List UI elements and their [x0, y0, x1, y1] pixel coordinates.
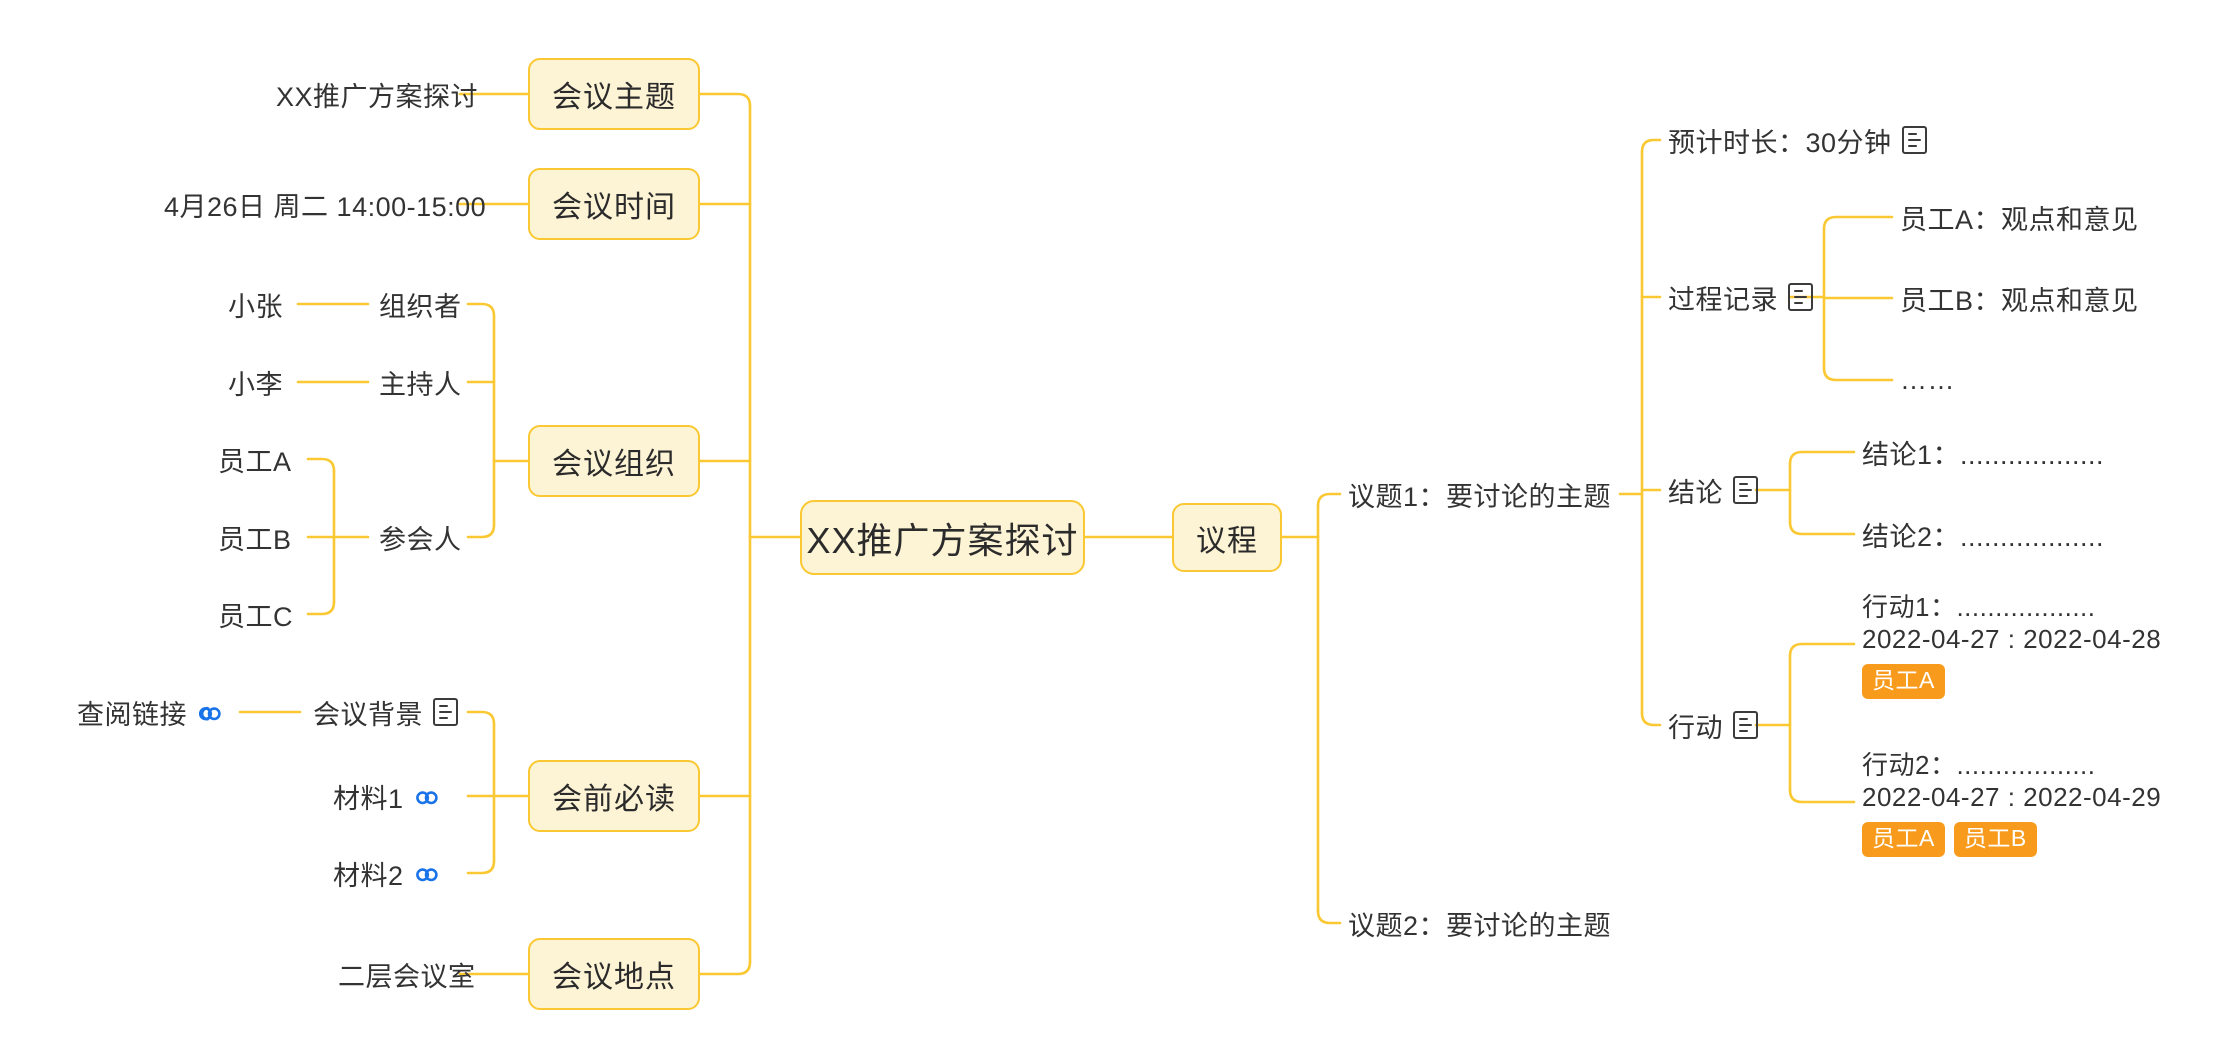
branch-node-meeting-organization[interactable]: 会议组织	[528, 425, 700, 497]
leaf-organizer-name-label: 小张	[228, 291, 283, 322]
subnode-estimated-duration-label: 预计时长：30分钟	[1668, 127, 1892, 158]
leaf-host-name-label: 小李	[228, 369, 283, 400]
subnode-action[interactable]: 行动	[1668, 707, 1758, 743]
topic-node-2[interactable]: 议题2：要讨论的主题	[1348, 906, 1612, 941]
leaf-reference-link-label: 查阅链接	[77, 699, 187, 730]
subnode-host[interactable]: 主持人	[379, 365, 462, 400]
root-node[interactable]: XX推广方案探讨	[800, 500, 1085, 575]
leaf-action-2[interactable]: 行动2：.................. 2022-04-27 : 2022…	[1862, 750, 2161, 858]
subnode-host-label: 主持人	[379, 369, 462, 400]
leaf-meeting-location-value-label: 二层会议室	[338, 961, 476, 992]
leaf-meeting-location-value[interactable]: 二层会议室	[338, 957, 476, 992]
leaf-attendee-b[interactable]: 员工B	[218, 520, 292, 555]
leaf-action-1-line2: 2022-04-27 : 2022-04-28	[1862, 623, 2162, 654]
branch-node-agenda[interactable]: 议程	[1172, 503, 1282, 572]
leaf-meeting-topic-value-label: XX推广方案探讨	[276, 81, 479, 112]
leaf-action-2-line1: 行动2：..................	[1862, 750, 2096, 780]
subnode-material-2[interactable]: 材料2	[333, 855, 440, 891]
note-icon	[1733, 711, 1758, 739]
leaf-action-1-text: 行动1：.................. 2022-04-27 : 2022…	[1862, 592, 2161, 655]
link-icon[interactable]	[414, 785, 440, 807]
subnode-attendees[interactable]: 参会人	[379, 520, 462, 555]
leaf-attendee-c[interactable]: 员工C	[218, 597, 293, 632]
branch-node-agenda-label: 议程	[1196, 524, 1258, 558]
subnode-material-2-label: 材料2	[333, 860, 404, 891]
leaf-process-record-a-label: 员工A：观点和意见	[1900, 204, 2139, 235]
subnode-conclusion[interactable]: 结论	[1668, 472, 1758, 508]
leaf-meeting-time-value[interactable]: 4月26日 周二 14:00-15:00	[164, 187, 487, 222]
leaf-conclusion-1-label: 结论1：..................	[1862, 439, 2105, 470]
subnode-attendees-label: 参会人	[379, 524, 462, 555]
subnode-meeting-background-label: 会议背景	[313, 699, 423, 730]
branch-node-meeting-time-label: 会议时间	[552, 191, 676, 224]
leaf-action-1-line1: 行动1：..................	[1862, 592, 2096, 622]
leaf-action-2-line2: 2022-04-27 : 2022-04-29	[1862, 781, 2162, 812]
leaf-attendee-a[interactable]: 员工A	[218, 442, 292, 477]
branch-node-prereading[interactable]: 会前必读	[528, 760, 700, 832]
note-icon	[1788, 283, 1813, 311]
note-icon	[1733, 476, 1758, 504]
subnode-estimated-duration[interactable]: 预计时长：30分钟	[1668, 122, 1927, 158]
leaf-conclusion-2-label: 结论2：..................	[1862, 521, 2105, 552]
leaf-action-1[interactable]: 行动1：.................. 2022-04-27 : 2022…	[1862, 592, 2161, 700]
leaf-conclusion-1[interactable]: 结论1：..................	[1862, 435, 2105, 470]
subnode-process-record[interactable]: 过程记录	[1668, 279, 1813, 315]
leaf-process-record-more[interactable]: ……	[1900, 363, 1955, 397]
leaf-conclusion-2[interactable]: 结论2：..................	[1862, 517, 2105, 552]
leaf-attendee-b-label: 员工B	[218, 524, 292, 555]
assignee-tag[interactable]: 员工A	[1862, 822, 1945, 858]
leaf-host-name[interactable]: 小李	[228, 365, 283, 400]
subnode-process-record-label: 过程记录	[1668, 284, 1778, 315]
branch-node-meeting-time[interactable]: 会议时间	[528, 168, 700, 240]
branch-node-meeting-topic-label: 会议主题	[552, 81, 676, 114]
leaf-meeting-time-value-label: 4月26日 周二 14:00-15:00	[164, 191, 487, 222]
leaf-meeting-topic-value[interactable]: XX推广方案探讨	[276, 77, 479, 112]
leaf-process-record-a[interactable]: 员工A：观点和意见	[1900, 200, 2139, 235]
leaf-process-record-b[interactable]: 员工B：观点和意见	[1900, 281, 2139, 316]
leaf-process-record-more-label: ……	[1900, 364, 1955, 395]
subnode-material-1[interactable]: 材料1	[333, 778, 440, 814]
leaf-action-2-text: 行动2：.................. 2022-04-27 : 2022…	[1862, 750, 2161, 813]
branch-node-meeting-location[interactable]: 会议地点	[528, 938, 700, 1010]
subnode-action-label: 行动	[1668, 712, 1723, 743]
leaf-attendee-c-label: 员工C	[218, 601, 293, 632]
leaf-reference-link[interactable]: 查阅链接	[77, 694, 223, 730]
note-icon	[1901, 126, 1927, 154]
leaf-process-record-b-label: 员工B：观点和意见	[1900, 285, 2139, 316]
subnode-material-1-label: 材料1	[333, 783, 404, 814]
topic-node-1[interactable]: 议题1：要讨论的主题	[1348, 477, 1612, 512]
subnode-meeting-background[interactable]: 会议背景	[313, 694, 458, 730]
topic-node-1-label: 议题1：要讨论的主题	[1348, 481, 1612, 512]
leaf-action-1-tags: 员工A	[1862, 664, 1945, 700]
branch-node-prereading-label: 会前必读	[552, 783, 676, 816]
root-node-label: XX推广方案探讨	[806, 519, 1079, 561]
subnode-organizer[interactable]: 组织者	[379, 287, 462, 322]
note-icon	[433, 698, 458, 726]
leaf-organizer-name[interactable]: 小张	[228, 287, 283, 322]
assignee-tag[interactable]: 员工A	[1862, 664, 1945, 700]
branch-node-meeting-location-label: 会议地点	[552, 961, 676, 994]
topic-node-2-label: 议题2：要讨论的主题	[1348, 910, 1612, 941]
assignee-tag[interactable]: 员工B	[1953, 822, 2037, 858]
subnode-organizer-label: 组织者	[379, 291, 462, 322]
leaf-attendee-a-label: 员工A	[218, 446, 292, 477]
link-icon[interactable]	[197, 701, 223, 723]
branch-node-meeting-organization-label: 会议组织	[552, 448, 676, 481]
subnode-conclusion-label: 结论	[1668, 477, 1723, 508]
branch-node-meeting-topic[interactable]: 会议主题	[528, 58, 700, 130]
link-icon[interactable]	[414, 862, 440, 884]
leaf-action-2-tags: 员工A 员工B	[1862, 822, 2037, 858]
